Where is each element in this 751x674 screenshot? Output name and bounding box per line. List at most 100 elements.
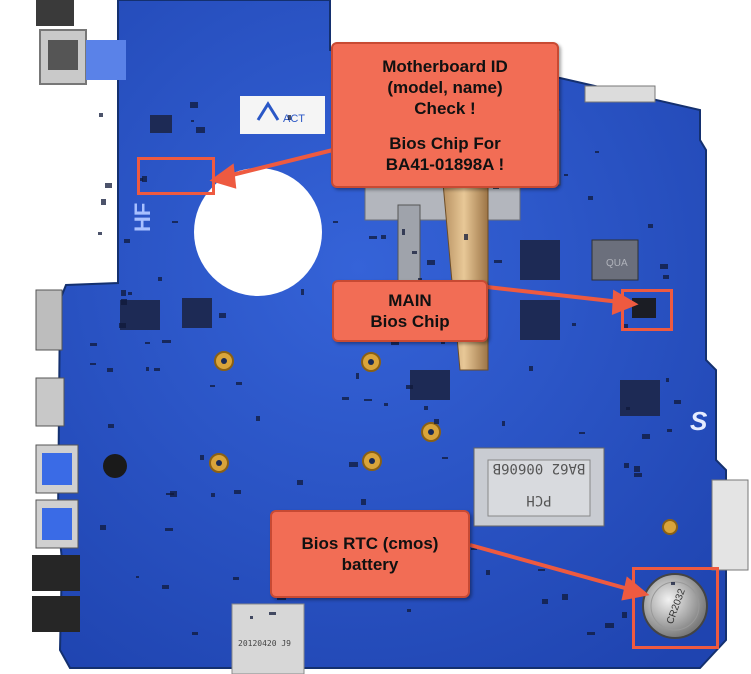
smd-part	[342, 397, 349, 400]
smd-part	[108, 424, 114, 428]
smd-part	[107, 368, 113, 372]
motherboard-id-callout: Motherboard ID (model, name) Check ! Bio…	[331, 42, 559, 188]
smd-part	[369, 236, 377, 239]
smd-part	[666, 378, 669, 382]
smd-part	[384, 403, 388, 406]
rtc-battery-highlight-box	[632, 567, 719, 649]
smd-part	[622, 324, 628, 329]
svg-text:QUA: QUA	[606, 258, 628, 269]
smd-part	[564, 174, 568, 176]
smd-part	[100, 525, 106, 530]
small-chip-1	[150, 115, 172, 133]
smd-part	[146, 367, 149, 371]
smd-part	[98, 232, 102, 235]
small-chip-3	[410, 370, 450, 400]
svg-text:BA62 00606B: BA62 00606B	[493, 460, 586, 476]
smd-part	[210, 385, 215, 387]
smd-part	[162, 585, 169, 589]
smd-part	[624, 463, 629, 468]
smd-part	[538, 569, 545, 571]
rj45-port	[39, 29, 126, 85]
cmos-coin-battery: CR2032	[642, 573, 708, 639]
smd-part	[572, 323, 576, 326]
smd-part	[172, 221, 178, 223]
callout-line: (model, name)	[387, 77, 503, 97]
callout-line	[333, 119, 557, 133]
smd-part	[391, 340, 399, 345]
right-connector	[711, 479, 749, 571]
smd-part	[192, 632, 198, 635]
svg-text:PCH: PCH	[526, 492, 551, 508]
smd-part	[277, 598, 286, 600]
smd-part	[139, 178, 143, 181]
smd-part	[190, 102, 198, 108]
main-bios-callout: MAIN Bios Chip	[332, 280, 488, 342]
smd-part	[406, 385, 413, 389]
smd-part	[200, 455, 204, 460]
callout-line: battery	[341, 555, 399, 574]
smd-part	[165, 528, 173, 531]
smd-part	[671, 582, 675, 585]
smd-part	[587, 632, 595, 635]
smd-part	[486, 570, 490, 575]
smd-part	[464, 234, 468, 240]
smd-part	[196, 127, 205, 133]
smd-part	[256, 416, 260, 421]
callout-line: BA41-01898A !	[385, 154, 505, 174]
smd-part	[634, 466, 640, 472]
smd-part	[648, 224, 653, 228]
smd-part	[634, 473, 642, 477]
smd-part	[562, 594, 568, 600]
board-cutout	[194, 168, 322, 296]
smd-part	[588, 196, 593, 200]
smd-part	[250, 616, 253, 619]
buzzer	[103, 454, 127, 478]
smd-part	[158, 277, 162, 281]
audio-jack-top	[36, 0, 74, 26]
smd-part	[333, 221, 338, 223]
smd-part	[90, 363, 96, 365]
smd-part	[361, 499, 366, 505]
smd-part	[364, 399, 372, 401]
small-chip-5	[520, 300, 560, 340]
smd-part	[605, 623, 614, 628]
svg-text:20120420 J9: 20120420 J9	[238, 639, 291, 648]
smd-part	[579, 432, 585, 434]
smd-part	[121, 299, 127, 305]
small-chip-4	[520, 240, 560, 280]
smd-part	[667, 429, 672, 432]
callout-line: Motherboard ID	[382, 56, 508, 76]
sd-card-slot	[231, 603, 305, 674]
smd-part	[124, 239, 130, 243]
smd-part	[90, 343, 97, 346]
callout-line: MAIN	[388, 291, 432, 310]
smd-part	[622, 612, 627, 618]
smd-part	[471, 548, 477, 550]
smd-part	[412, 251, 417, 254]
main-bios-chip	[632, 298, 656, 318]
smd-part	[236, 382, 242, 385]
smd-part	[626, 407, 630, 410]
smd-part	[121, 290, 126, 296]
left-ports	[32, 289, 80, 632]
smd-part	[154, 368, 160, 371]
svg-text:ACT: ACT	[283, 113, 305, 125]
callout-line: Check !	[414, 98, 476, 118]
smd-part	[136, 576, 139, 578]
smd-part	[595, 151, 599, 153]
callout-line: Bios Chip For	[389, 133, 501, 153]
smd-part	[297, 480, 303, 485]
pch-shield	[473, 447, 605, 527]
smd-part	[128, 292, 132, 295]
smd-part	[349, 462, 358, 467]
smd-part	[427, 260, 435, 265]
smd-part	[233, 577, 239, 580]
smd-part	[381, 235, 386, 239]
smd-part	[301, 289, 304, 295]
smd-part	[660, 264, 668, 269]
rtc-battery-callout: Bios RTC (cmos) battery	[270, 510, 470, 598]
smd-part	[119, 323, 126, 328]
act-sticker: ACT	[240, 96, 325, 134]
smd-part	[142, 176, 147, 182]
